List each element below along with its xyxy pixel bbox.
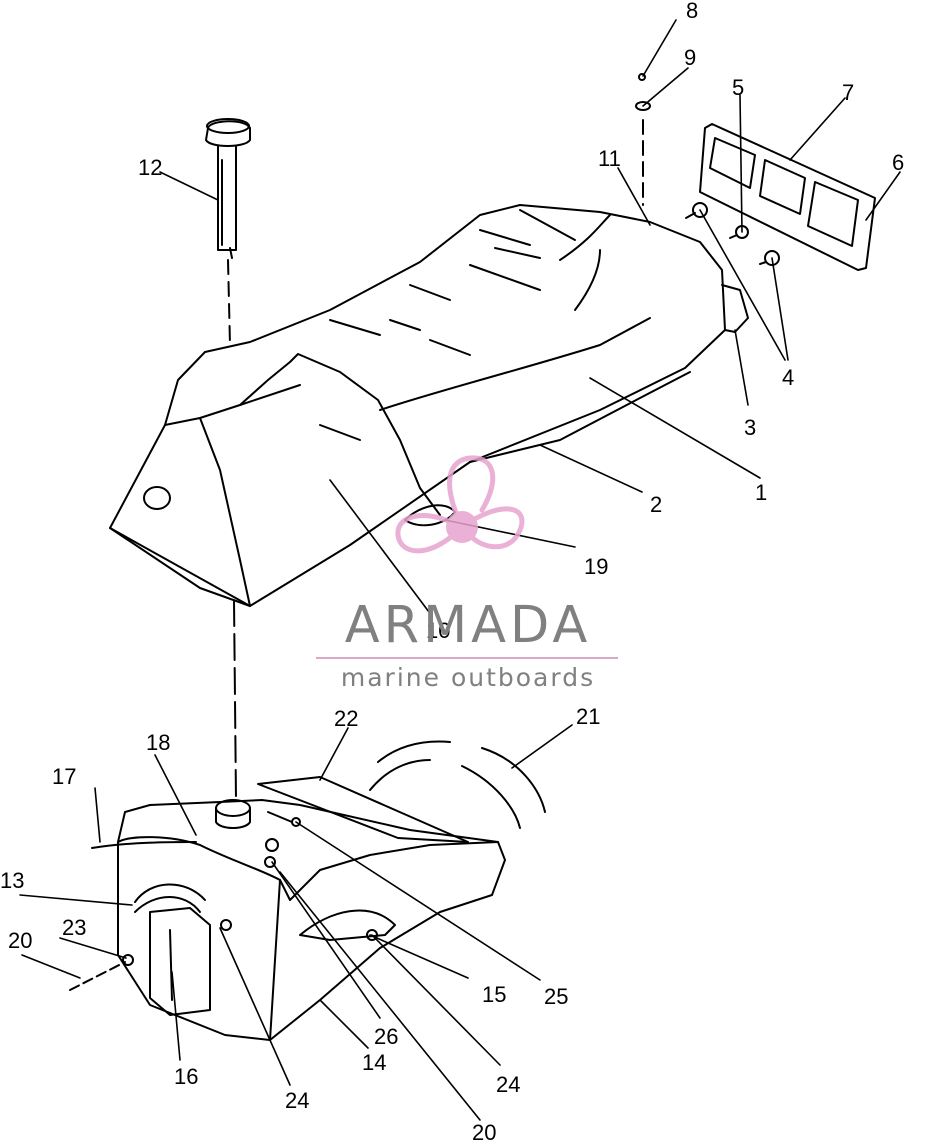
fasteners [635, 73, 780, 266]
propeller-logo-icon [395, 455, 525, 554]
callout-19: 19 [584, 554, 608, 579]
fuel-tank [69, 740, 546, 1041]
watermark-rule [316, 657, 618, 659]
callout-8: 8 [686, 0, 698, 23]
callout-5: 5 [732, 75, 744, 100]
callout-12: 12 [138, 155, 162, 180]
callout-13: 13 [0, 868, 24, 893]
callout-22: 22 [334, 706, 358, 731]
callout-26: 26 [374, 1024, 398, 1049]
callout-21: 21 [576, 704, 600, 729]
callout-24a: 24 [285, 1088, 309, 1113]
filler-cap-12 [205, 118, 251, 801]
callout-labels: 1 2 3 4 5 6 7 8 9 10 11 12 13 14 15 16 1… [0, 0, 904, 1145]
leader-lines [19, 19, 901, 1121]
callout-20b: 20 [472, 1120, 496, 1141]
callout-9: 9 [684, 45, 696, 70]
callout-20a: 20 [8, 928, 32, 953]
callout-2: 2 [650, 492, 662, 517]
callout-6: 6 [892, 150, 904, 175]
watermark-brand: ARMADA [344, 596, 592, 655]
callout-7: 7 [842, 80, 854, 105]
callout-15: 15 [482, 982, 506, 1007]
callout-23: 23 [62, 915, 86, 940]
engine-cover [109, 204, 749, 607]
callout-18: 18 [146, 730, 170, 755]
callout-3: 3 [744, 415, 756, 440]
callout-11: 11 [598, 146, 621, 171]
callout-25: 25 [544, 984, 568, 1009]
callout-4: 4 [782, 365, 794, 390]
callout-1: 1 [755, 480, 767, 505]
watermark-tagline: marine outboards [340, 663, 596, 692]
callout-17: 17 [52, 764, 76, 789]
gasket-6 [699, 123, 876, 271]
callout-14: 14 [362, 1050, 386, 1075]
callout-24b: 24 [496, 1072, 520, 1097]
callout-16: 16 [174, 1064, 198, 1089]
callout-10: 10 [426, 618, 450, 643]
